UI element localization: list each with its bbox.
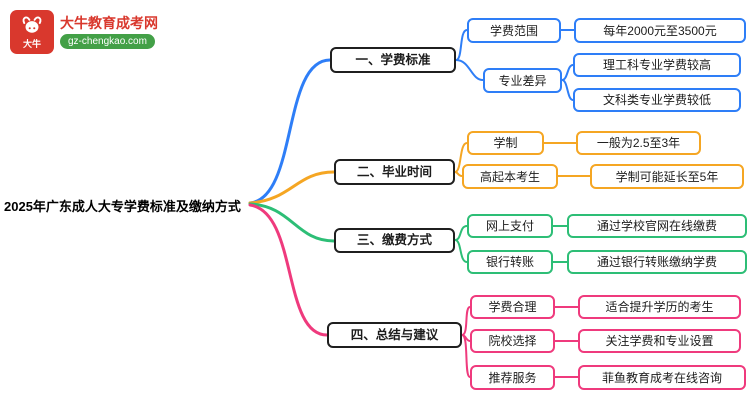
subtopic-major-difference: 专业差异 [483,68,562,93]
logo-badge-text: 大牛 [22,39,41,49]
root-topic: 2025年广东成人大专学费标准及缴纳方式 [4,199,241,214]
logo-badge: 大牛 [10,10,54,54]
connector-root-to-payment [248,202,336,243]
site-name: 大牛教育成考网 [60,14,158,31]
subtopic-bank-transfer: 银行转账 [467,250,553,274]
subtopic-tuition-range: 学费范围 [467,18,561,43]
subtopic-reasonable-tuition: 学费合理 [470,295,555,319]
leaf-suitable-candidates: 适合提升学历的考生 [578,295,741,319]
leaf-extended-to-5-years: 学制可能延长至5年 [590,164,744,189]
connectors-branch-tuition [455,29,575,101]
site-logo: 大牛 大牛教育成考网 gz-chengkao.com [10,10,158,54]
connector-root-to-graduation [248,170,336,205]
leaf-liberal-arts-lower: 文科类专业学费较低 [573,88,741,112]
subtopic-study-length: 学制 [467,131,544,155]
subtopic-school-selection: 院校选择 [470,329,555,353]
connectors-branch-payment [454,225,568,263]
leaf-consult-service: 菲鱼教育成考在线咨询 [578,365,746,390]
bull-icon [22,16,42,33]
connector-root-to-tuition [248,58,332,205]
subtopic-gaoqiben-candidates: 高起本考生 [462,164,558,189]
leaf-stem-majors-higher: 理工科专业学费较高 [573,53,741,77]
site-domain-badge: gz-chengkao.com [60,34,155,50]
leaf-tuition-range-value: 每年2000元至3500元 [574,18,746,43]
branch-graduation-time: 二、毕业时间 [334,159,455,185]
branch-summary-advice: 四、总结与建议 [327,322,462,348]
subtopic-online-payment: 网上支付 [467,214,553,238]
connectors-branch-summary [461,306,579,378]
connectors-branch-graduation [454,142,591,177]
branch-tuition-standard: 一、学费标准 [330,47,456,73]
leaf-pay-via-bank-transfer: 通过银行转账缴纳学费 [567,250,747,274]
leaf-study-length-value: 一般为2.5至3年 [576,131,701,155]
branch-payment-method: 三、缴费方式 [334,228,455,253]
leaf-focus-tuition-majors: 关注学费和专业设置 [578,329,741,353]
subtopic-recommended-service: 推荐服务 [470,365,555,390]
leaf-pay-via-official-site: 通过学校官网在线缴费 [567,214,747,238]
connector-root-to-summary [248,203,329,337]
logo-text-block: 大牛教育成考网 gz-chengkao.com [60,14,158,50]
